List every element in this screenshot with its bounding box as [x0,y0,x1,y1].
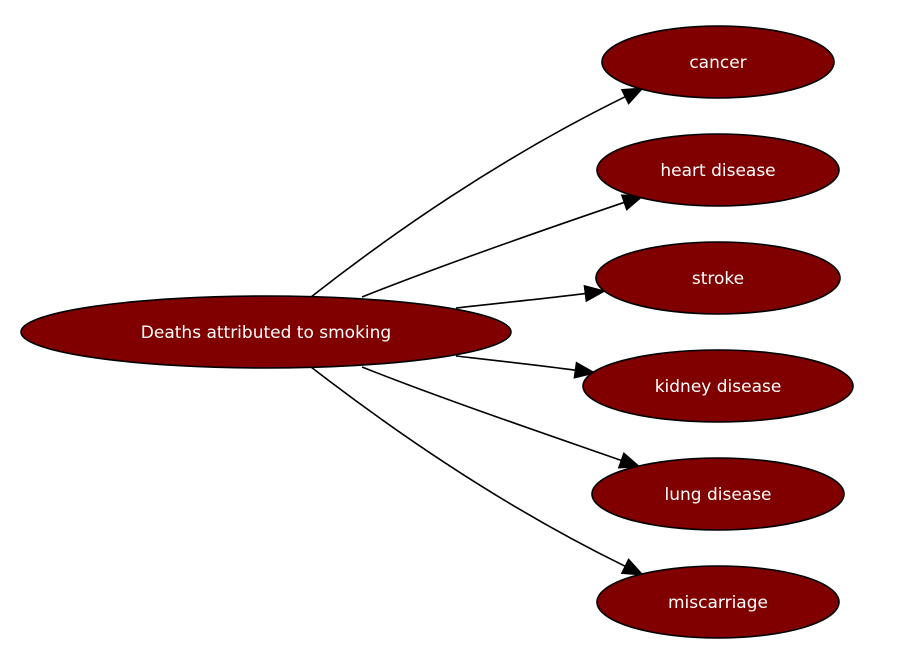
node-miscarriage: miscarriage [596,565,840,639]
arrowhead-icon [617,451,642,469]
edge-line [455,355,576,372]
node-stroke: stroke [595,241,841,315]
edge-kidney-disease [455,355,597,379]
edge-line [361,366,622,462]
node-label: stroke [692,269,744,289]
node-label: cancer [689,53,746,73]
edge-cancer [310,87,645,298]
node-label: heart disease [660,161,775,181]
node-label: Deaths attributed to smoking [141,323,391,343]
edges [310,87,645,576]
node-ellipse [601,25,835,99]
node-ellipse [595,241,841,315]
arrowhead-icon [583,284,607,303]
node-ellipse [20,295,512,369]
node-heart-disease: heart disease [596,133,840,207]
arrowhead-icon [620,558,645,576]
edge-line [455,292,586,309]
node-ellipse [582,349,854,423]
node-ellipse [596,133,840,207]
node-label: miscarriage [668,593,768,613]
edge-line [361,201,625,298]
nodes: Deaths attributed to smoking cancer heart … [20,25,854,639]
node-ellipse [596,565,840,639]
edge-miscarriage [310,366,645,576]
node-kidney-disease: kidney disease [582,349,854,423]
node-ellipse [591,457,845,531]
arrowhead-icon [620,87,645,105]
node-label: kidney disease [655,377,782,397]
node-cancer: cancer [601,25,835,99]
edge-line [310,96,626,298]
node-label: lung disease [664,485,771,505]
edge-stroke [455,284,607,309]
edge-line [310,366,626,567]
edge-lung-disease [361,366,642,469]
node-lung-disease: lung disease [591,457,845,531]
root-node: Deaths attributed to smoking [20,295,512,369]
